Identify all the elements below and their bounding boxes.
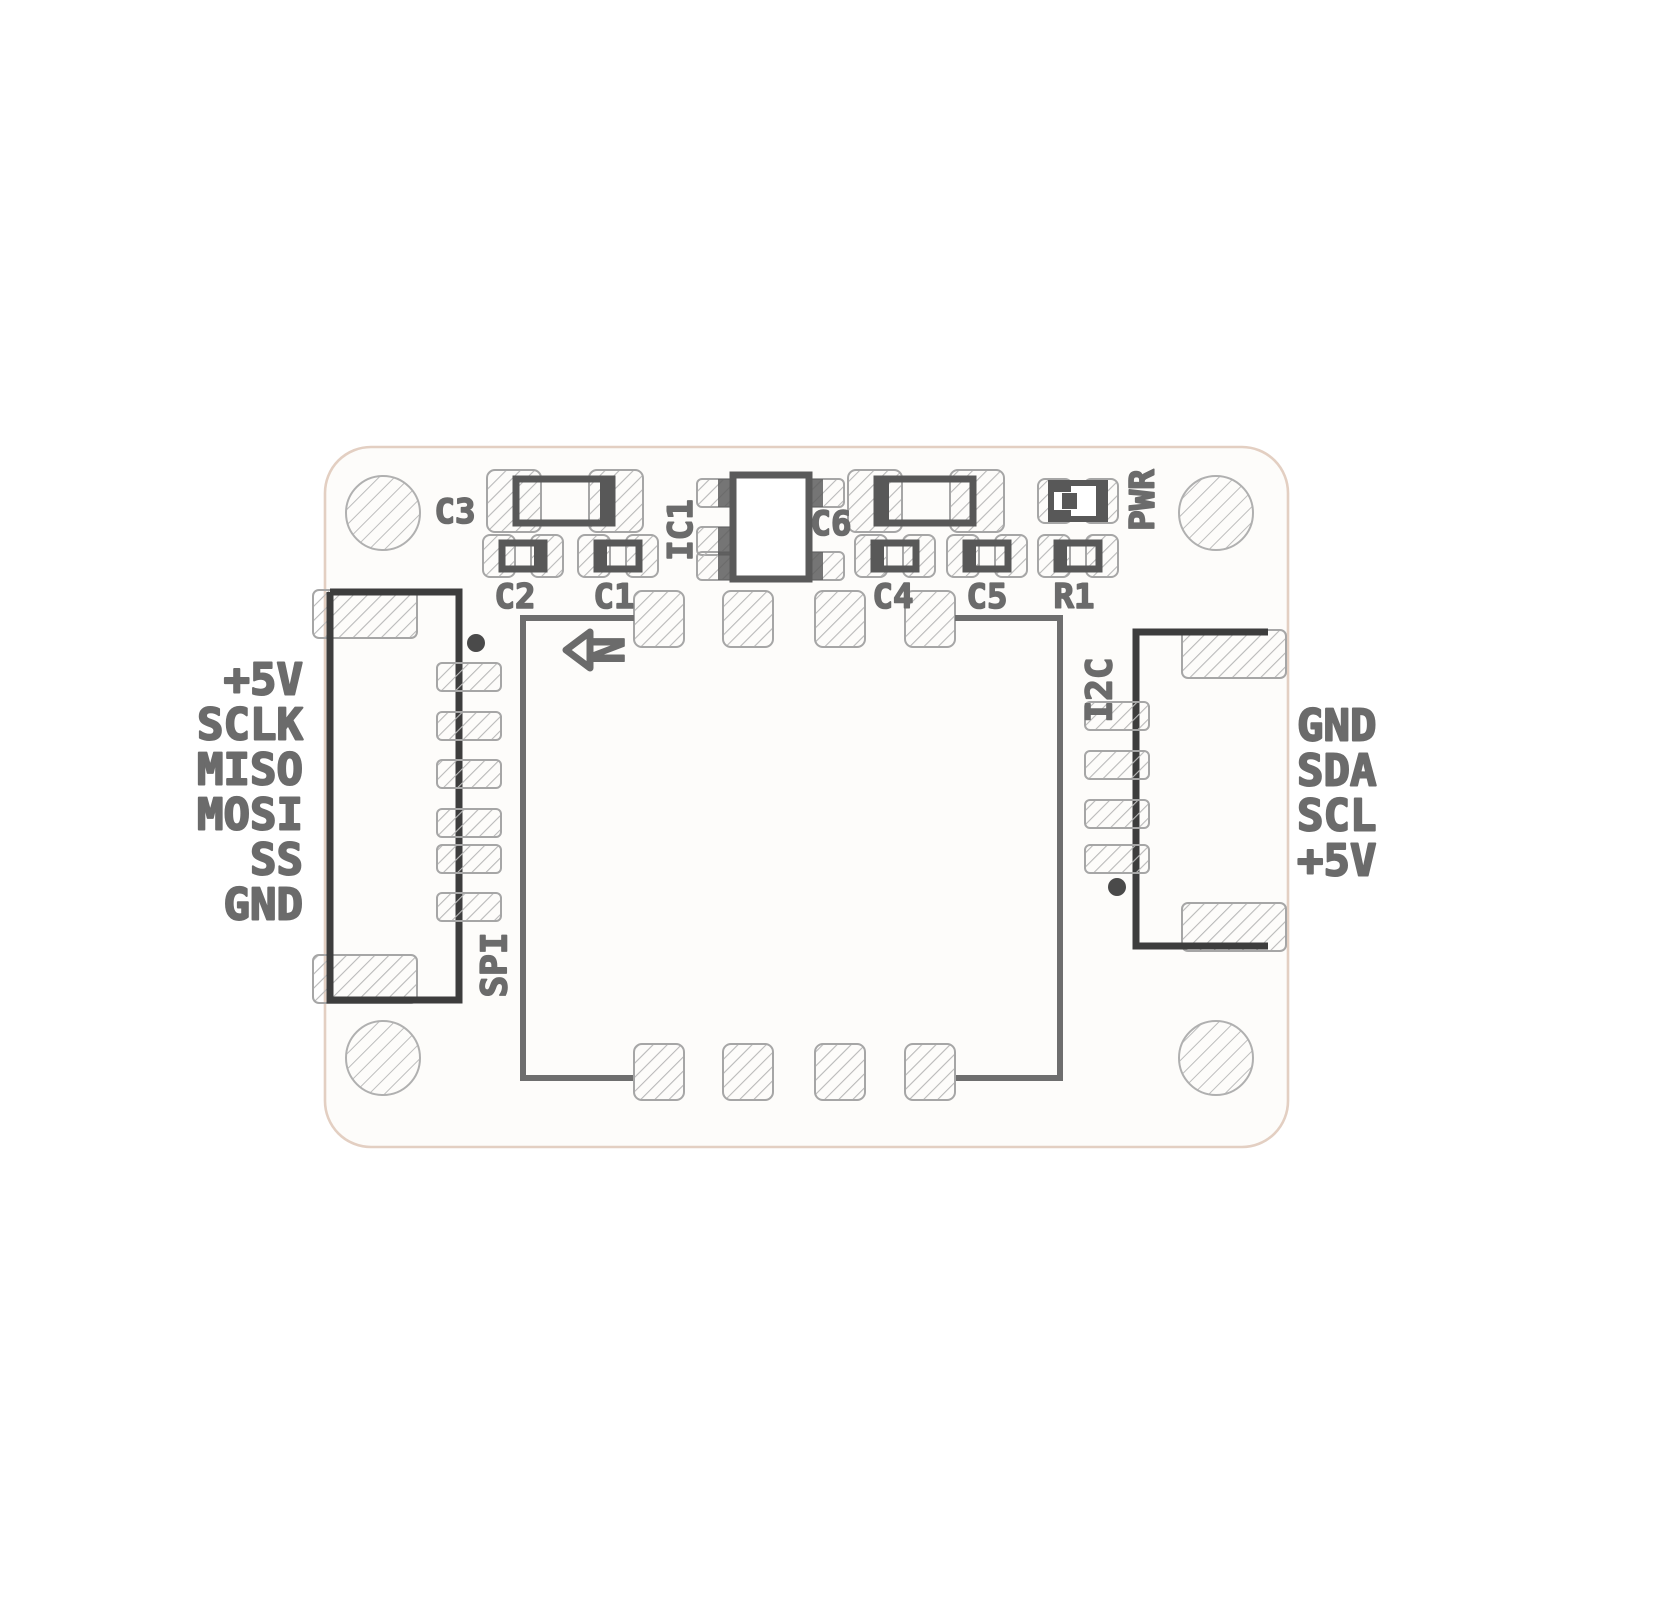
refdes-labels: C3 C2 C1 IC1 C6 C4 C5 R1 PWR [434,468,1164,618]
component-c4 [854,534,936,578]
c3-polarity-band [600,479,612,523]
i2c-pin-label-1: GND [1297,701,1376,752]
i2c-connector-label: I2C [1080,657,1121,722]
refdes-c3: C3 [435,492,476,532]
spi-pad-5 [436,844,502,874]
pwr-led-die [1062,493,1077,509]
main-ic-top-pad-1 [633,590,685,648]
component-c5 [946,534,1028,578]
i2c-pad-3 [1084,799,1150,829]
c2-band [534,543,544,569]
north-arrow-icon [562,628,594,672]
mounting-hole-top-right [1178,475,1254,551]
spi-pad-6 [436,892,502,922]
i2c-pin-label-3: SCL [1297,791,1376,842]
mounting-hole-bottom-left [345,1020,421,1096]
refdes-c6: C6 [811,504,852,544]
mounting-holes [345,475,1254,1096]
refdes-c4: C4 [873,577,914,617]
i2c-pad-2 [1084,750,1150,780]
connector-i2c[interactable]: I2C [1079,628,1287,952]
i2c-pin-labels: GND SDA SCL +5V [1296,700,1377,888]
spi-pad-3 [436,759,502,789]
c4-band [874,543,884,569]
pwr-anode-bar [1096,483,1105,519]
refdes-r1: R1 [1054,577,1095,617]
spi-pin-label-2: SCLK [197,700,303,751]
spi-pad-2 [436,711,502,741]
main-ic-bottom-pad-4 [904,1043,956,1101]
main-ic-bottom-pads [633,1043,956,1101]
c1-band [597,543,607,569]
component-c3 [486,469,644,533]
spi-pin-label-3: MISO [197,745,303,796]
pwr-cathode-mark-top [1051,483,1071,492]
spi-pin-labels: +5V SCLK MISO MOSI SS GND [196,654,304,932]
ic1-body [729,471,813,583]
component-r1 [1037,534,1119,578]
i2c-pin1-dot-marker [1108,878,1126,896]
main-ic-courtyard [520,615,1063,1081]
component-c1 [577,534,659,578]
i2c-pin-label-4: +5V [1297,836,1376,887]
refdes-ic1: IC1 [661,499,701,560]
board-edge-cut [323,445,1290,1149]
i2c-mount-pad-bottom [1181,902,1287,952]
main-ic-bottom-pad-3 [814,1043,866,1101]
component-pwr-led [1037,478,1119,524]
main-ic-bottom-pad-1 [633,1043,685,1101]
main-ic-bottom-pad-2 [722,1043,774,1101]
refdes-c2: C2 [495,577,536,617]
pwr-cathode-mark-bottom [1051,510,1071,519]
spi-pin-label-4: MOSI [197,790,303,841]
mounting-hole-top-left [345,475,421,551]
i2c-pin-label-2: SDA [1297,746,1376,797]
c6-polarity-band [877,479,889,523]
connector-spi[interactable]: SPI [312,588,516,1004]
refdes-c1: C1 [594,577,635,617]
refdes-c5: C5 [967,577,1008,617]
component-c2 [482,534,564,578]
c5-band [966,543,976,569]
refdes-pwr: PWR [1123,469,1163,531]
spi-pad-4 [436,808,502,838]
spi-pad-1 [436,662,502,692]
north-arrow-letter: N [581,636,635,664]
component-ic1 [696,471,845,583]
spi-pin-label-1: +5V [224,655,303,706]
component-c6 [847,469,1005,533]
spi-pin1-dot-marker [467,634,485,652]
spi-connector-label: SPI [475,932,516,997]
main-ic-outline-left [520,615,634,1081]
i2c-pad-1 [1084,701,1150,731]
spi-pin-label-6: GND [224,880,303,931]
main-ic-top-pad-2 [722,590,774,648]
i2c-connector-outline [1132,628,1268,950]
main-ic-outline-right [955,615,1063,1081]
r1-band [1057,543,1067,569]
spi-connector-outline [326,588,463,1004]
c6-pad-2 [949,469,1005,533]
spi-pin-label-5: SS [250,835,303,886]
i2c-pad-4 [1084,844,1150,874]
north-arrow-marker: N [562,628,636,672]
mounting-hole-bottom-right [1178,1020,1254,1096]
main-ic-top-pads [633,590,956,648]
main-ic-top-pad-3 [814,590,866,648]
board-outline [323,445,1290,1149]
i2c-mount-pad-top [1181,629,1287,679]
